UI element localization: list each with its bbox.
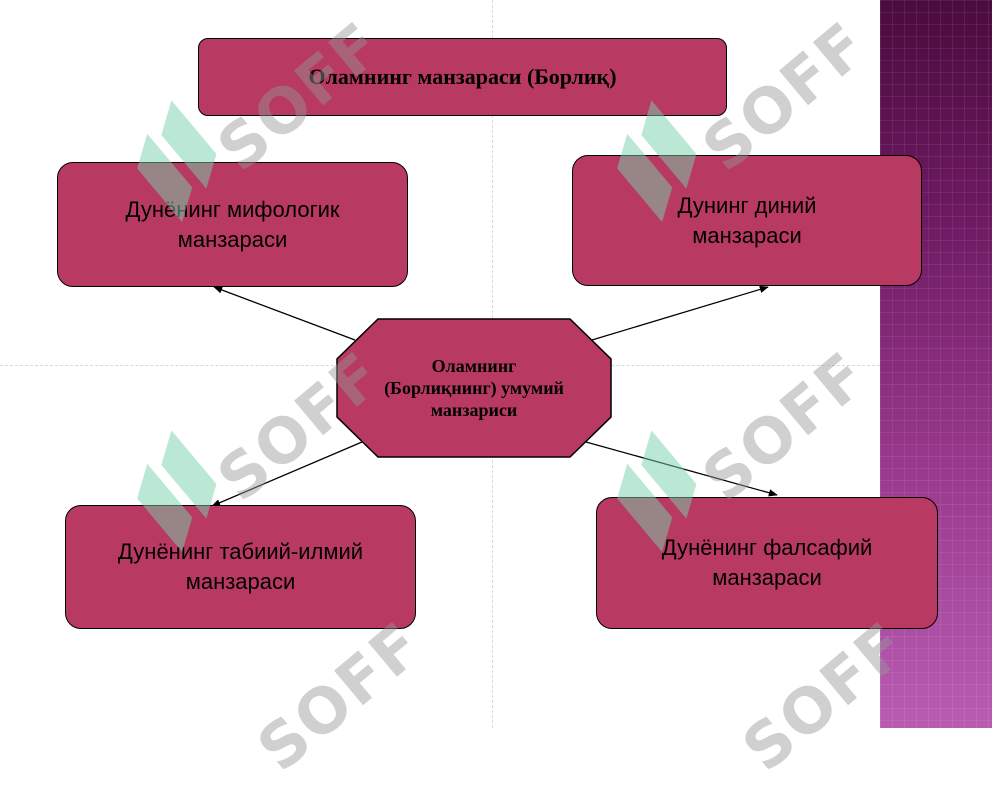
box-mythological: Дунёнинг мифологик манзараси	[57, 162, 408, 287]
arrow-to-mythological	[213, 286, 356, 341]
box-natural-scientific: Дунёнинг табиий-илмий манзараси	[65, 505, 416, 629]
octagon-shape	[336, 318, 612, 458]
arrow-to-philosophical	[585, 441, 778, 497]
box-mythological-line2: манзараси	[177, 226, 288, 252]
box-philosophical: Дунёнинг фалсафий манзараси	[596, 497, 938, 629]
box-natural-scientific-line2: манзараси	[185, 569, 296, 594]
box-religious: Дунинг диний манзараси	[572, 155, 922, 286]
arrow-to-religious	[591, 285, 769, 341]
box-philosophical-line2: манзараси	[712, 565, 822, 590]
arrow-to-natural-scientific	[211, 441, 363, 507]
diagram-title-box: Оламнинг манзараси (Борлиқ)	[198, 38, 727, 116]
box-natural-scientific-line1: Дунёнинг табиий-илмий	[117, 539, 364, 564]
box-religious-line1: Дунинг диний	[677, 192, 817, 218]
box-mythological-line1: Дунёнинг мифологик	[125, 196, 340, 222]
box-philosophical-line1: Дунёнинг фалсафий	[661, 535, 873, 560]
center-label: Оламнинг (Борлиқнинг) умумий манзариси	[356, 318, 592, 458]
box-religious-line2: манзараси	[692, 222, 802, 248]
center-octagon: Оламнинг (Борлиқнинг) умумий манзариси	[336, 318, 612, 458]
center-label-line3: манзариси	[430, 400, 518, 420]
center-label-line2: (Борлиқнинг) умумий	[384, 378, 564, 398]
diagram-title: Оламнинг манзараси (Борлиқ)	[308, 64, 617, 89]
center-label-line1: Оламнинг	[431, 356, 517, 376]
